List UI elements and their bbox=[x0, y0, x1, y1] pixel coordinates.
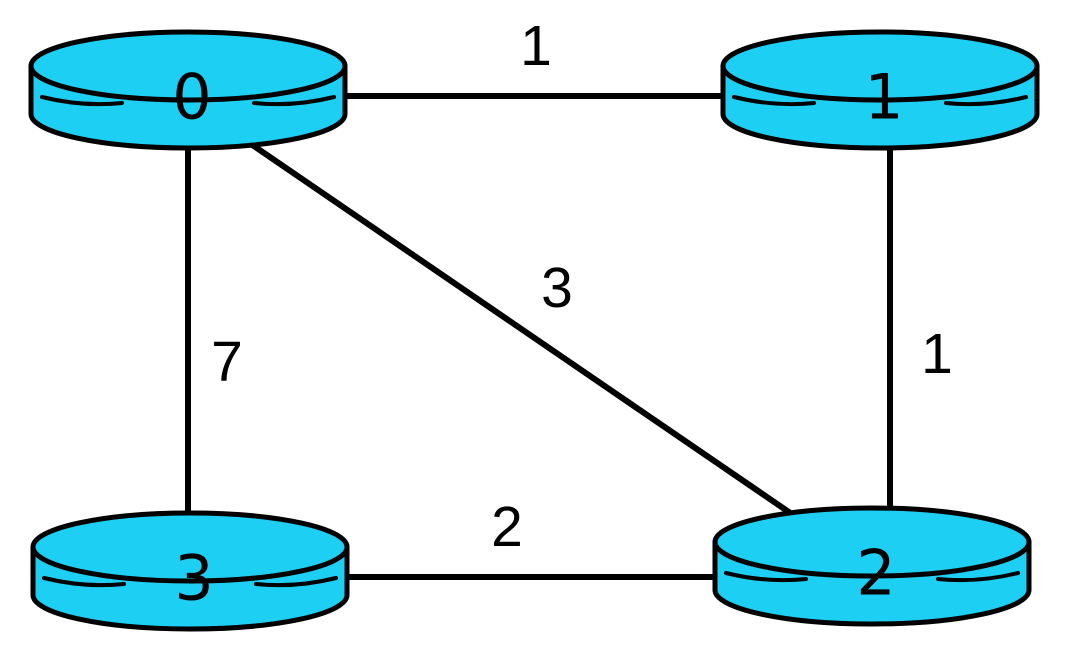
node-3: 3 bbox=[30, 510, 350, 632]
node-2: 2 bbox=[712, 505, 1032, 627]
cylinder-tick-left bbox=[42, 576, 126, 588]
edge-weight-0-3: 7 bbox=[211, 330, 243, 394]
cylinder-tick-right bbox=[944, 95, 1028, 107]
cylinder-top bbox=[30, 510, 350, 584]
edge-weight-0-2: 3 bbox=[541, 256, 573, 320]
node-label-2: 2 bbox=[856, 537, 895, 610]
edge-weight-1-2: 1 bbox=[921, 322, 953, 386]
cylinder-top bbox=[712, 505, 1032, 579]
cylinder-tick-left bbox=[40, 95, 124, 107]
cylinder-tick-right bbox=[252, 95, 336, 107]
cylinder-top bbox=[720, 29, 1040, 103]
node-label-3: 3 bbox=[174, 542, 213, 615]
edge-0-2 bbox=[246, 139, 804, 524]
edge-weight-0-1: 1 bbox=[520, 14, 552, 78]
node-1: 1 bbox=[720, 29, 1040, 151]
cylinder-tick-right bbox=[936, 571, 1020, 583]
cylinder-tick-right bbox=[254, 576, 338, 588]
edge-weight-3-2: 2 bbox=[491, 495, 523, 559]
cylinder-tick-left bbox=[724, 571, 808, 583]
node-label-1: 1 bbox=[864, 61, 903, 134]
cylinder-top bbox=[28, 29, 348, 103]
cylinder-tick-left bbox=[732, 95, 816, 107]
node-label-0: 0 bbox=[172, 61, 211, 134]
node-0: 0 bbox=[28, 29, 348, 151]
